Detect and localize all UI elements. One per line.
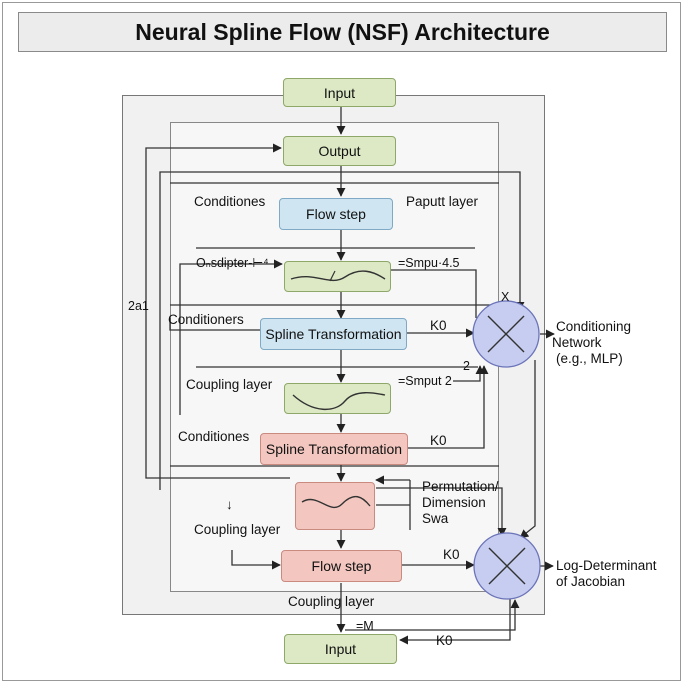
- input-bottom-node: Input: [284, 634, 397, 664]
- coupling-curve-node-1: [284, 261, 391, 292]
- permutation-label-2: Dimension: [422, 495, 486, 510]
- down-arrow-label: ↓: [226, 497, 233, 512]
- spline-transformation-label-1: Spline Transformation: [265, 326, 402, 342]
- k0-label-1: K0: [430, 318, 447, 333]
- conditioners-label: Conditioners: [168, 312, 244, 327]
- smpu-label: =Smpu·4.5: [398, 256, 460, 270]
- left-number-label: 2a1: [128, 299, 149, 313]
- eq-m-label: =M: [356, 619, 374, 633]
- conditioning-network-label-3: (e.g., MLP): [556, 351, 623, 366]
- input-top-label: Input: [323, 84, 356, 101]
- permutation-curve-node: [295, 482, 375, 530]
- coupling-layer-label-2: Coupling layer: [194, 522, 281, 537]
- permutation-label-3: Swa: [422, 511, 449, 526]
- spline-transformation-label-2: Spline Transformation: [265, 441, 403, 457]
- title-banner: Neural Spline Flow (NSF) Architecture: [18, 12, 667, 52]
- flow-step-node-2: Flow step: [281, 550, 402, 582]
- coupling-layer-label-1: Coupling layer: [186, 377, 273, 392]
- input-top-node: Input: [283, 78, 396, 107]
- k0-label-4: K0: [436, 633, 453, 648]
- flow-step-label-2: Flow step: [311, 558, 372, 574]
- number-two-label: 2: [463, 359, 470, 373]
- paputt-layer-label: Paputt layer: [406, 194, 479, 209]
- flow-step-label-1: Flow step: [306, 206, 366, 222]
- conditioning-network-label-2: Network: [552, 335, 602, 350]
- k0-label-3: K0: [443, 547, 460, 562]
- coupling-curve-node-2: [284, 383, 391, 414]
- output-label: Output: [318, 143, 361, 159]
- conditiones-label-2: Conditiones: [178, 429, 250, 444]
- permutation-label-1: Permutation/: [422, 479, 499, 494]
- coupling-layer-label-3: Coupling layer: [288, 594, 375, 609]
- k0-label-2: K0: [430, 433, 447, 448]
- log-determinant-label-2: of Jacobian: [556, 574, 626, 589]
- diagram-title: Neural Spline Flow (NSF) Architecture: [135, 18, 550, 45]
- spline-curve-icon: [290, 270, 386, 282]
- spline-transformation-node-2: Spline Transformation: [260, 433, 408, 465]
- conditioning-network-label-1: Conditioning: [556, 319, 632, 334]
- output-node: Output: [283, 136, 396, 166]
- smput-label: =Smput 2: [398, 374, 452, 388]
- sdipter-label: Oₙsdipter-⊢⁴: [196, 256, 269, 270]
- log-determinant-circle: [473, 532, 541, 600]
- spline-transformation-node-1: Spline Transformation: [260, 318, 407, 350]
- log-determinant-label-1: Log-Determinant: [556, 558, 657, 573]
- flow-step-node-1: Flow step: [279, 198, 393, 230]
- input-bottom-label: Input: [324, 641, 357, 657]
- conditiones-label-1: Conditiones: [194, 194, 266, 209]
- conditioning-network-circle: [472, 300, 540, 368]
- x-mark-label: X: [501, 290, 510, 304]
- spline-curve-icon: [301, 496, 371, 509]
- spline-curve-icon: [292, 392, 386, 411]
